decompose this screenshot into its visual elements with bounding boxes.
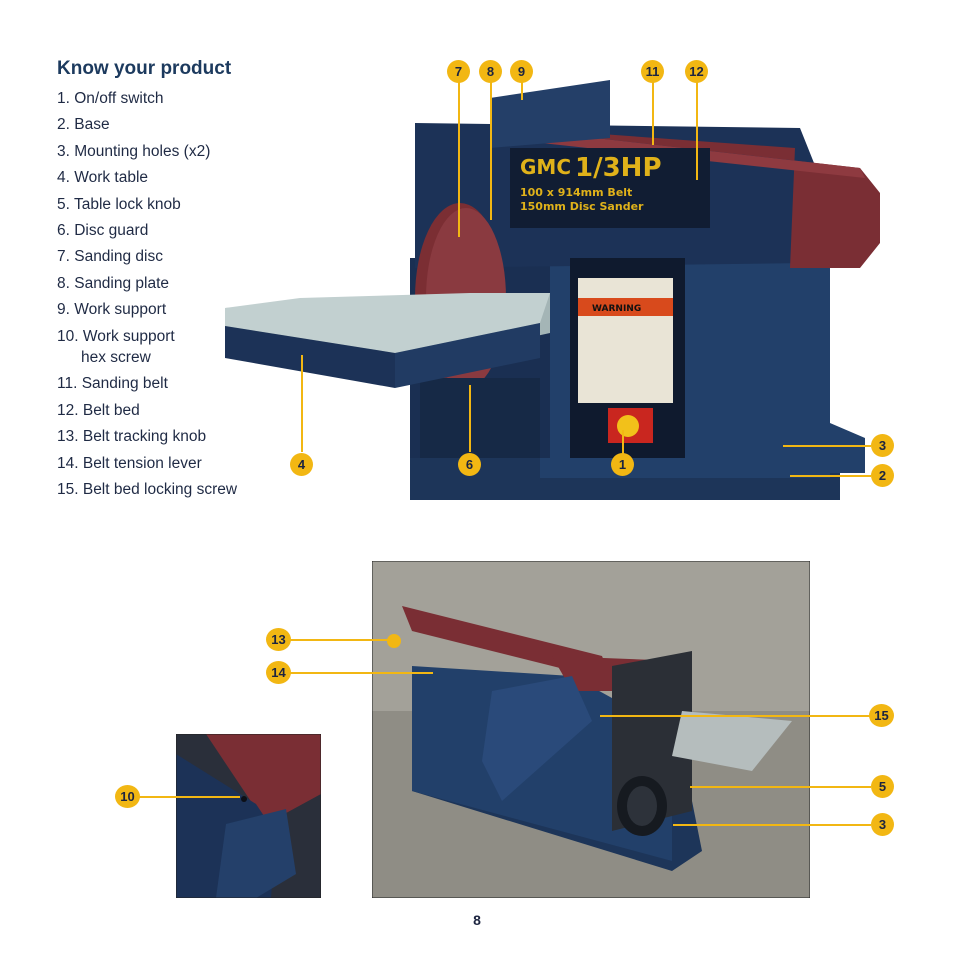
callout-line [690, 786, 871, 788]
main-product-image: GMC 1/3HP 100 x 914mm Belt 150mm Disc Sa… [225, 80, 880, 500]
callout-line [288, 639, 393, 641]
callout-line [458, 80, 460, 237]
callout-10: 10 [115, 785, 140, 808]
callout-4: 4 [290, 453, 313, 476]
list-item: 11. Sanding belt [57, 375, 168, 393]
callout-2: 2 [871, 464, 894, 487]
list-item: 7. Sanding disc [57, 248, 163, 266]
spec-label-1: 100 x 914mm Belt [520, 186, 632, 199]
list-item: 12. Belt bed [57, 401, 140, 419]
list-item: 10. Work support hex screw [57, 324, 237, 372]
callout-line [301, 355, 303, 452]
callout-6: 6 [458, 453, 481, 476]
callout-line [469, 385, 471, 452]
callout-8: 8 [479, 60, 502, 83]
list-item-continuation: hex screw [81, 349, 151, 367]
callout-3-rear: 3 [871, 813, 894, 836]
callout-line [622, 430, 624, 455]
warning-label: WARNING [592, 304, 641, 314]
callout-line [521, 80, 523, 100]
list-item: 15. Belt bed locking screw [57, 481, 238, 499]
callout-12: 12 [685, 60, 708, 83]
callout-13: 13 [266, 628, 291, 651]
callout-15: 15 [869, 704, 894, 727]
callout-line [696, 80, 698, 180]
callout-line [783, 445, 871, 447]
brand-label: GMC [520, 155, 571, 179]
callout-9: 9 [510, 60, 533, 83]
callout-line [790, 475, 871, 477]
callout-line [600, 715, 871, 717]
rear-view-image [372, 561, 810, 898]
list-item: 8. Sanding plate [57, 274, 170, 292]
page-heading: Know your product [57, 58, 232, 79]
list-item: 3. Mounting holes (x2) [57, 142, 211, 160]
callout-line [652, 80, 654, 145]
list-item: 5. Table lock knob [57, 195, 181, 213]
callout-line [288, 672, 433, 674]
list-item: 4. Work table [57, 169, 149, 187]
list-item: 6. Disc guard [57, 222, 149, 240]
list-item: 1. On/off switch [57, 90, 164, 107]
list-item: 14. Belt tension lever [57, 454, 202, 472]
list-item: 13. Belt tracking knob [57, 428, 207, 446]
power-label: 1/3HP [575, 153, 662, 183]
callout-7: 7 [447, 60, 470, 83]
list-item-text: 10. Work support [57, 327, 175, 345]
detail-image-hex-screw [176, 734, 321, 898]
callout-line [673, 824, 871, 826]
spec-label-2: 150mm Disc Sander [520, 200, 644, 213]
callout-line [135, 796, 240, 798]
callout-5: 5 [871, 775, 894, 798]
callout-11: 11 [641, 60, 664, 83]
parts-list: 1. On/off switch 2. Base 3. Mounting hol… [57, 86, 237, 504]
page-number: 8 [473, 912, 481, 928]
list-item: 9. Work support [57, 301, 167, 319]
list-item: 2. Base [57, 116, 110, 134]
callout-line [490, 80, 492, 220]
callout-1: 1 [611, 453, 634, 476]
callout-3: 3 [871, 434, 894, 457]
callout-14: 14 [266, 661, 291, 684]
